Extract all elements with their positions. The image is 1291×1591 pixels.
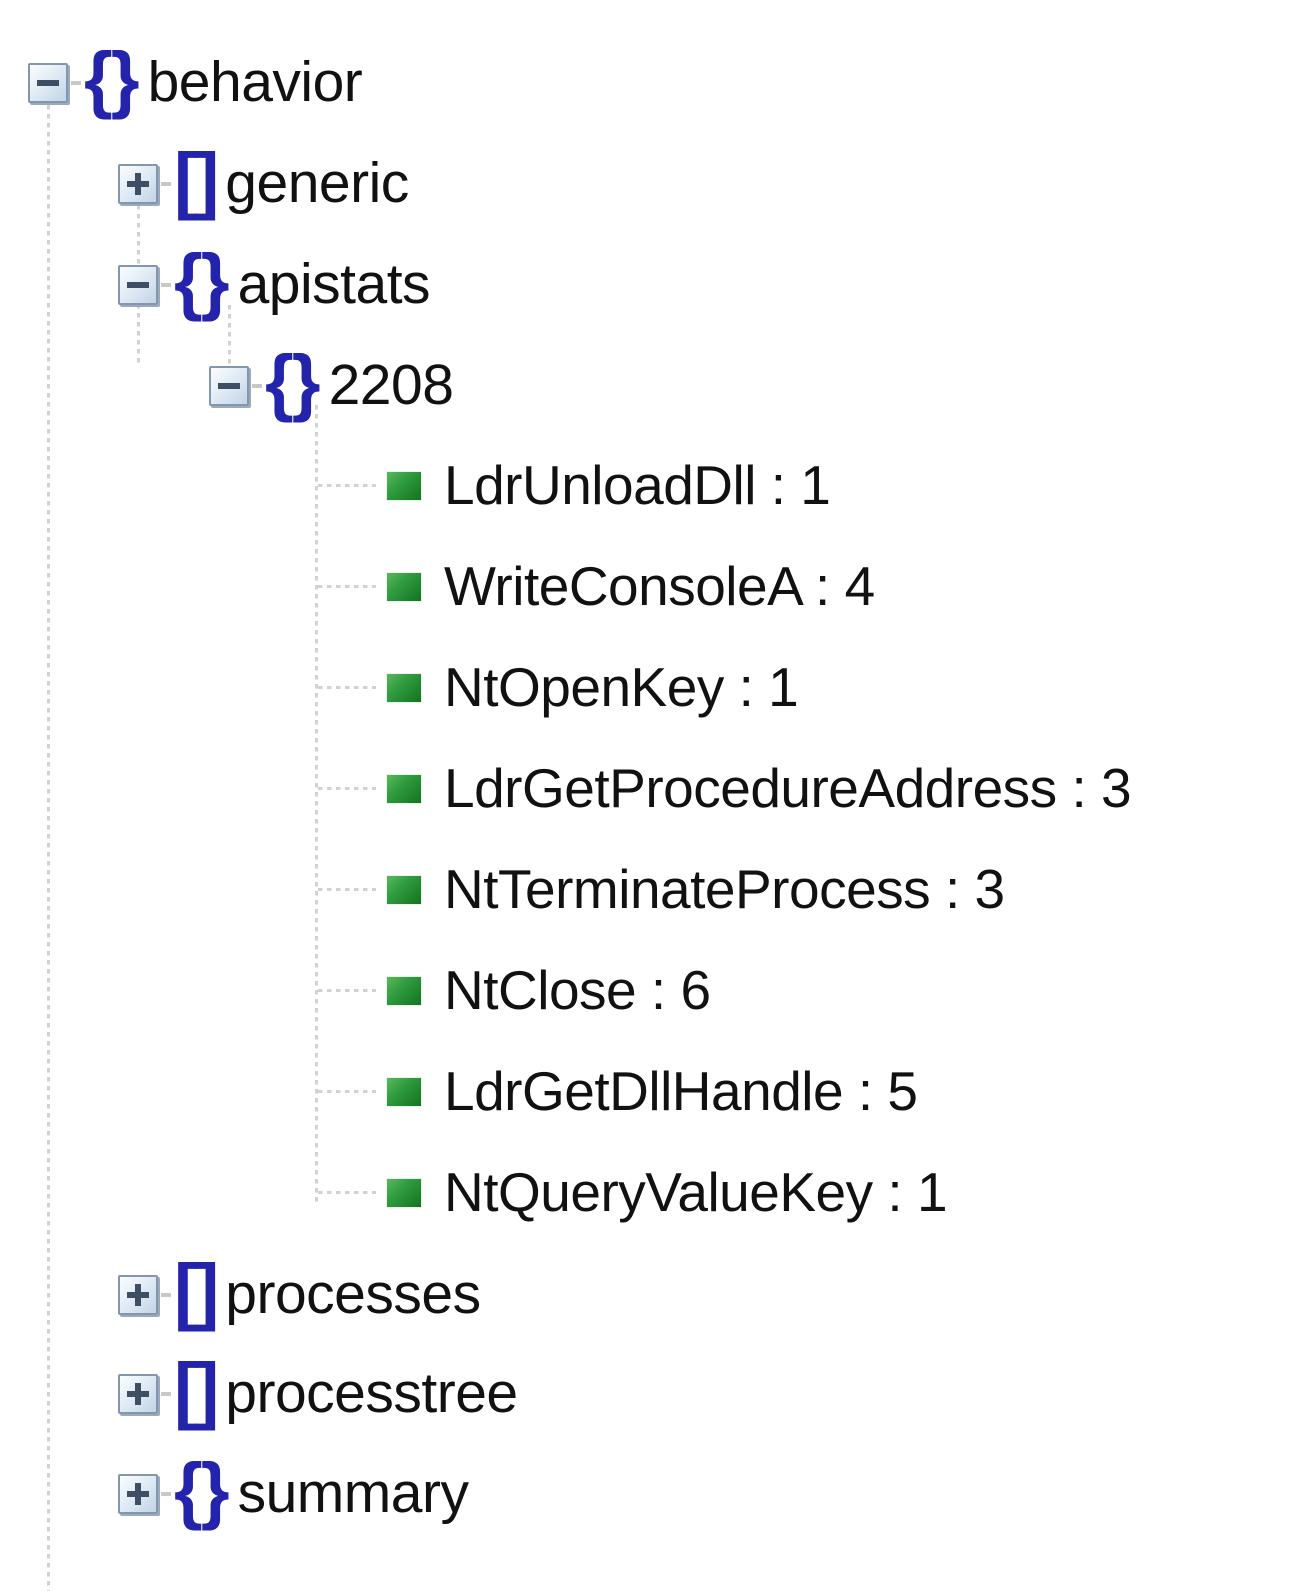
leaf-marker-icon	[386, 470, 422, 501]
collapse-toggle-2208[interactable]	[209, 365, 249, 406]
tree-node-behavior[interactable]: {} behavior	[28, 32, 363, 133]
expand-toggle-processes[interactable]	[118, 1274, 158, 1315]
connector-stub	[161, 282, 171, 287]
leaf-marker-icon	[386, 773, 422, 804]
tree-node-generic[interactable]: [] generic	[118, 133, 409, 234]
tree-node-processtree[interactable]: [] processtree	[118, 1343, 518, 1444]
tree-node-label-2208: 2208	[328, 353, 454, 417]
tree-leaf-LdrGetDllHandle[interactable]: LdrGetDllHandle : 5	[386, 1041, 918, 1142]
connector-elbow	[318, 484, 376, 487]
tree-leaf-LdrUnloadDll[interactable]: LdrUnloadDll : 1	[386, 435, 831, 536]
leaf-marker-icon	[386, 1177, 422, 1208]
square-brackets-icon: []	[174, 1347, 219, 1431]
connector-elbow	[318, 1090, 376, 1093]
curly-braces-icon: {}	[174, 238, 230, 322]
tree-leaf-label: LdrGetProcedureAddress : 3	[444, 757, 1132, 819]
curly-braces-icon: {}	[265, 339, 321, 423]
square-brackets-icon: []	[174, 137, 219, 221]
leaf-marker-icon	[386, 571, 422, 602]
leaf-marker-icon	[386, 874, 422, 905]
tree-leaf-LdrGetProcedureAddress[interactable]: LdrGetProcedureAddress : 3	[386, 738, 1132, 839]
connector-elbow	[318, 585, 376, 588]
tree-leaf-label: NtQueryValueKey : 1	[444, 1161, 948, 1223]
tree-leaf-NtClose[interactable]: NtClose : 6	[386, 940, 711, 1041]
connector-elbow	[318, 888, 376, 891]
curly-braces-icon: {}	[84, 36, 140, 120]
expand-toggle-processtree[interactable]	[118, 1373, 158, 1414]
tree-node-processes[interactable]: [] processes	[118, 1244, 481, 1345]
tree-leaf-NtOpenKey[interactable]: NtOpenKey : 1	[386, 637, 799, 738]
connector-stub	[161, 1391, 171, 1396]
connector-line-leaves	[315, 405, 318, 1205]
tree-node-label-processtree: processtree	[225, 1361, 518, 1425]
tree-leaf-label: LdrUnloadDll : 1	[444, 454, 831, 516]
connector-elbow	[318, 989, 376, 992]
expand-toggle-summary[interactable]	[118, 1473, 158, 1514]
tree-leaf-WriteConsoleA[interactable]: WriteConsoleA : 4	[386, 536, 875, 637]
connector-stub	[252, 383, 262, 388]
connector-stub	[161, 1491, 171, 1496]
collapse-toggle-apistats[interactable]	[118, 264, 158, 305]
tree-leaf-NtQueryValueKey[interactable]: NtQueryValueKey : 1	[386, 1142, 948, 1243]
tree-leaf-label: LdrGetDllHandle : 5	[444, 1060, 918, 1122]
connector-line-level3	[228, 305, 231, 365]
tree-node-label-processes: processes	[225, 1262, 481, 1326]
tree-node-label-generic: generic	[225, 151, 409, 215]
square-brackets-icon: []	[174, 1248, 219, 1332]
connector-elbow	[318, 686, 376, 689]
connector-stub	[161, 1292, 171, 1297]
tree-node-label-apistats: apistats	[237, 252, 431, 316]
tree-node-label-behavior: behavior	[147, 50, 363, 114]
leaf-marker-icon	[386, 1076, 422, 1107]
expand-toggle-generic[interactable]	[118, 163, 158, 204]
tree-node-label-summary: summary	[237, 1461, 469, 1525]
tree-node-apistats[interactable]: {} apistats	[118, 234, 431, 335]
curly-braces-icon: {}	[174, 1447, 230, 1531]
tree-leaf-label: WriteConsoleA : 4	[444, 555, 875, 617]
tree-leaf-label: NtOpenKey : 1	[444, 656, 799, 718]
connector-stub	[71, 80, 81, 85]
connector-elbow	[318, 787, 376, 790]
collapse-toggle-behavior[interactable]	[28, 62, 68, 103]
tree-node-summary[interactable]: {} summary	[118, 1443, 469, 1544]
connector-elbow-last	[318, 1191, 376, 1194]
leaf-marker-icon	[386, 975, 422, 1006]
tree-leaf-label: NtTerminateProcess : 3	[444, 858, 1005, 920]
leaf-marker-icon	[386, 672, 422, 703]
connector-line-root	[47, 105, 50, 1591]
connector-stub	[161, 181, 171, 186]
tree-node-2208[interactable]: {} 2208	[209, 335, 454, 436]
tree-leaf-label: NtClose : 6	[444, 959, 711, 1021]
tree-leaf-NtTerminateProcess[interactable]: NtTerminateProcess : 3	[386, 839, 1005, 940]
